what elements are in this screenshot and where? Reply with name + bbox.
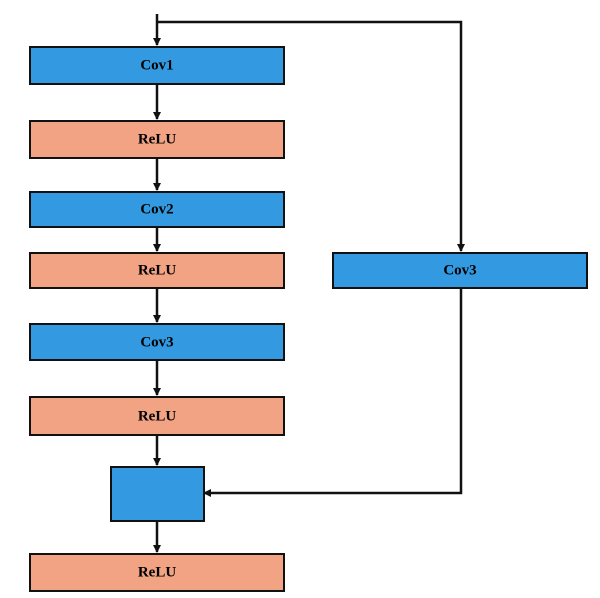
conv2-box bbox=[29, 191, 285, 228]
relu1-block: ReLU bbox=[29, 120, 285, 159]
relu2-block: ReLU bbox=[29, 252, 285, 289]
conv3-block: Cov3 bbox=[29, 323, 285, 361]
arrow-shortcut-to-add bbox=[203, 288, 463, 497]
arrow-input-to-shortcut bbox=[157, 20, 465, 252]
conv1-label: Cov1 bbox=[140, 57, 173, 73]
conv3-box bbox=[29, 323, 285, 361]
shortcut-conv-box bbox=[332, 252, 588, 289]
relu-out-block: ReLU bbox=[29, 553, 285, 592]
conv2-label: Cov2 bbox=[140, 201, 173, 217]
add-node-box bbox=[110, 466, 205, 522]
relu3-label: ReLU bbox=[138, 408, 176, 424]
conv1-box bbox=[29, 46, 285, 85]
relu3-box bbox=[29, 396, 285, 436]
relu1-box bbox=[29, 120, 285, 159]
shortcut-conv-block: Cov3 bbox=[332, 252, 588, 289]
connectors bbox=[153, 14, 465, 553]
relu-out-box bbox=[29, 553, 285, 592]
relu2-box bbox=[29, 252, 285, 289]
conv1-block: Cov1 bbox=[29, 46, 285, 85]
add-node-block bbox=[110, 466, 205, 522]
relu1-label: ReLU bbox=[138, 131, 176, 147]
conv3-label: Cov3 bbox=[140, 334, 173, 350]
relu3-block: ReLU bbox=[29, 396, 285, 436]
relu2-label: ReLU bbox=[138, 262, 176, 278]
relu-out-label: ReLU bbox=[138, 564, 176, 580]
conv2-block: Cov2 bbox=[29, 191, 285, 228]
shortcut-conv-label: Cov3 bbox=[443, 262, 476, 278]
